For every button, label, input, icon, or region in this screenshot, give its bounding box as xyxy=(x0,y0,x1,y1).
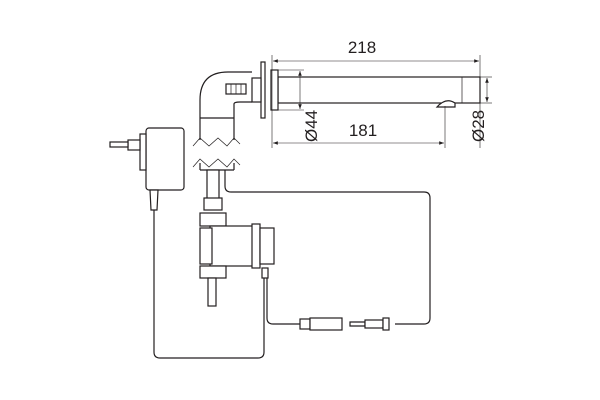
dimension-181: 181 xyxy=(273,106,446,148)
cables xyxy=(153,170,431,359)
pipe-break-bottom xyxy=(192,158,241,168)
connector-male xyxy=(364,319,384,329)
dimension-label-181: 181 xyxy=(349,121,377,140)
dimension-label-diameter-44: Ø44 xyxy=(302,110,321,142)
solenoid-valve xyxy=(199,197,275,307)
spout xyxy=(251,61,481,119)
elbow-fitting xyxy=(192,71,252,201)
dimension-218: 218 xyxy=(271,38,481,148)
power-adapter xyxy=(109,127,185,211)
dimension-diameter-44: Ø44 xyxy=(272,69,321,142)
pipe-break-top xyxy=(192,137,241,147)
connector-male-pin xyxy=(349,321,366,327)
connector-female xyxy=(309,317,343,331)
dimension-label-diameter-28: Ø28 xyxy=(469,110,488,142)
connector-female-collar xyxy=(299,318,311,330)
dimension-diameter-28: Ø28 xyxy=(469,76,492,142)
dimension-label-218: 218 xyxy=(348,38,376,57)
